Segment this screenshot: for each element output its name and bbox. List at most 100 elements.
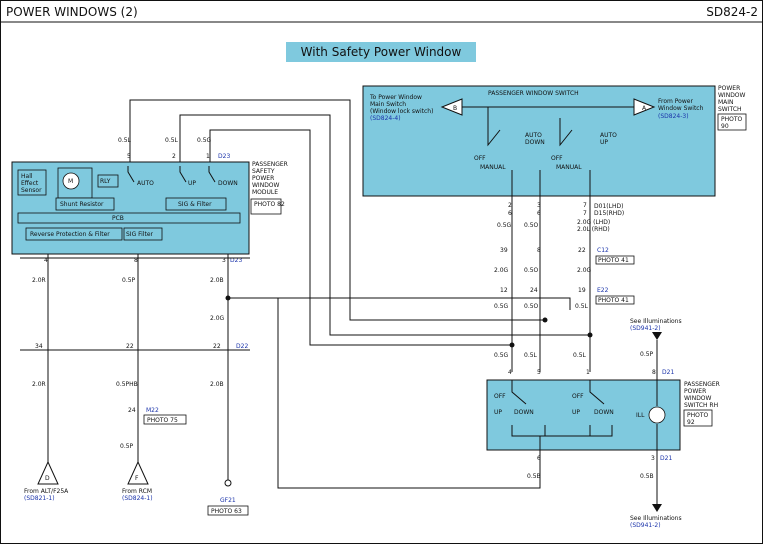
main-label-1: POWER [718,85,740,92]
hall-sensor-block [17,169,47,196]
lhd-1: 2.0G (LHD) [577,219,610,226]
pass-switch-box [486,379,681,451]
connector-b-letter: B [453,105,457,112]
motor-icon [62,172,80,190]
illum-bottom-1: See Illuminations [630,515,682,522]
illum-top-1: See Illuminations [630,318,682,325]
left-top-2: 0.5P [122,277,136,284]
main-pin-c1: 7 [583,202,587,209]
junction-dot-1 [225,295,231,301]
shunt-label: Shunt Resistor [60,201,104,208]
m22-pin: 24 [128,407,136,414]
module-photo-box [250,198,282,215]
main-sw1 [487,118,501,147]
e22-conn: E22 [597,287,609,294]
main-switch-title: PASSENGER WINDOW SWITCH [488,90,579,97]
junction-dot-3 [587,332,593,338]
pass-pin-bottom-1: 6 [537,455,541,462]
from-d-letter: D [45,475,50,482]
main-label-4: SWITCH [718,106,742,113]
g1-label: 2.0G [494,267,509,274]
left-mid-pin-3: 22 [213,343,221,350]
from-f-2: (SD824-1) [122,495,153,502]
wire-auto [129,99,545,321]
pcb-label: PCB [112,215,124,222]
right-note-1: From Power [658,98,693,105]
right-wire-1: 0.5P [640,351,654,358]
main-pin-a2: 6 [508,210,512,217]
main-conn-1: D01(LHD) [594,203,623,210]
from-d-1: From ALT/F25A [24,488,69,495]
wire-top-3: 0.5G [197,137,212,144]
g2-label: 2.0G [577,267,592,274]
pass-pin-5: 5 [537,369,541,376]
c22-pin-2: 24 [530,287,538,294]
left-top-3: 2.0B [210,277,224,284]
photo41a-box [595,255,635,265]
connector-lines [20,257,250,351]
hall-label-2: Effect [21,180,39,187]
right-wire-2: 0.5B [527,473,541,480]
pass-pin-bottom-2: 3 [651,455,655,462]
auto-switch-contact [127,166,135,183]
photo41b: PHOTO 41 [598,297,629,304]
sig-filter-block [165,197,227,211]
auto-up-2: UP [600,139,608,146]
mid2-color-2: 0.5O [524,267,539,274]
main-switch-box [362,85,716,197]
main-label-2: WINDOW [718,92,746,99]
auto-down-1: AUTO [525,132,542,139]
left-mid-pin-2: 22 [126,343,134,350]
main-pin-a1: 2 [508,202,512,209]
pass-label-4: SWITCH RH [684,402,718,409]
reverse-block [25,227,123,241]
illum-bottom-arrow [652,504,662,512]
mid2-color-1: 0.5G [494,352,509,359]
module-label-3: POWER [252,175,274,182]
left-top-1: 2.0R [32,277,46,284]
module-pin-8: 8 [134,257,138,264]
manual-2: MANUAL [556,164,582,171]
photo41b-box [595,295,635,305]
c12-pin-1: 39 [500,247,508,254]
banner-box [286,42,476,62]
module-pin-5: 5 [127,153,131,160]
right-ref: (SD824-3) [658,113,689,120]
hall-label-1: Hall [21,173,33,180]
illum-bottom-2: (SD941-2) [630,522,661,529]
wire-top-1: 0.5L [118,137,132,144]
pass-switch-contacts [511,380,605,405]
up-switch-contact [179,166,187,183]
connector-a-letter: A [642,105,647,112]
main-photo-box [717,113,747,131]
module-connector: D23 [218,153,230,160]
c12-pin-2: 8 [537,247,541,254]
main-photo-1: PHOTO [721,116,743,123]
right-wire-3: 0.5B [640,473,654,480]
pass-off-2: OFF [572,393,584,400]
auto-down-2: DOWN [525,139,545,146]
mid-color-1: 0.5G [497,222,512,229]
wire-down [209,129,512,346]
junction-dot-4 [509,342,515,348]
main-pin-b1: 3 [537,202,541,209]
ground-icon [224,479,232,487]
pass-down-1: DOWN [514,409,534,416]
relay-block [97,174,119,188]
pass-connector: D21 [662,369,674,376]
photo41a: PHOTO 41 [598,257,629,264]
from-f-letter: F [135,475,139,482]
mid-color-3: 0.5L [524,352,538,359]
main-switch-bus [462,106,634,118]
from-d-arrow [37,460,59,485]
main-conn-2: D15(RHD) [594,210,624,217]
pcb-block [17,212,241,224]
module-label-4: WINDOW [252,182,280,189]
from-f-1: From RCM [122,488,152,495]
module-pin-3: 3 [222,257,226,264]
mid3-color-3: 0.5L [575,303,589,310]
pass-up-2: UP [572,409,580,416]
module-pin-1: 1 [206,153,210,160]
left-note-2: Main Switch [370,101,406,108]
